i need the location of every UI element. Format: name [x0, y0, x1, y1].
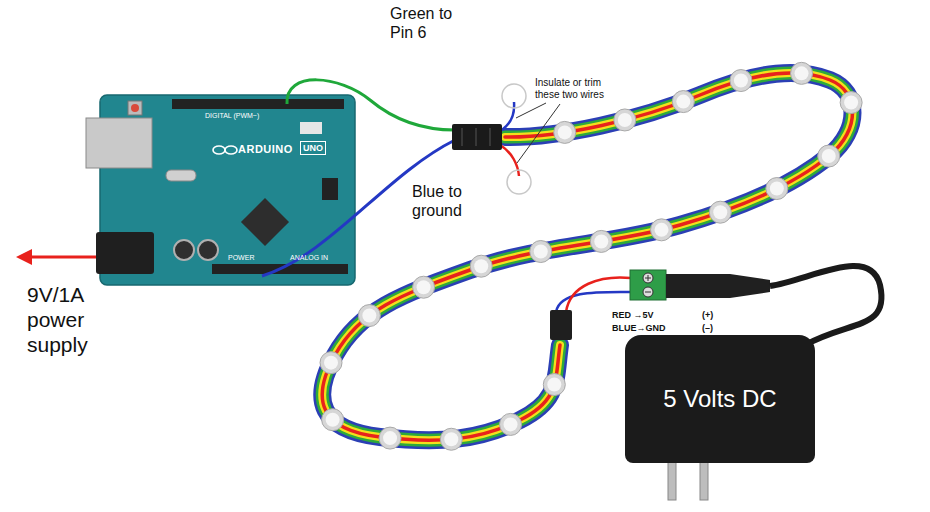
ribbon-green [322, 73, 852, 440]
icsp-header [322, 178, 338, 200]
led-pixel [766, 178, 788, 200]
arrow-head [16, 249, 32, 265]
plus-mark [648, 275, 649, 281]
terminal-label: (–) [702, 323, 713, 334]
leader-line [516, 103, 546, 118]
led-pixel [470, 255, 492, 277]
led-pixel [413, 276, 435, 298]
reset-cap [131, 104, 139, 112]
led-strip [322, 73, 852, 440]
digital-header [172, 99, 344, 109]
capacitor [198, 240, 218, 260]
barrel-plug [666, 274, 770, 298]
strip-end-connector [550, 310, 572, 340]
led-pixel [709, 201, 731, 223]
board-brand: ARDUINO [238, 143, 293, 155]
minus-screw [643, 287, 653, 297]
led-pixel [791, 62, 813, 84]
led-indicator [300, 122, 322, 134]
led-pixel [530, 241, 552, 263]
capacitor [174, 240, 194, 260]
led-pixel [554, 121, 576, 143]
connector-ridge [476, 128, 477, 146]
led-pixel [500, 413, 522, 435]
minus-mark [645, 292, 651, 293]
led-pixel [543, 374, 565, 396]
reset-button [128, 101, 142, 115]
terminal-label: BLUE→GND [612, 323, 666, 334]
terminal-label: (+) [702, 310, 713, 321]
highlight-circle [507, 170, 531, 194]
supply-red-wire [566, 277, 631, 312]
led-pixel [590, 230, 612, 252]
led-pixel [672, 91, 694, 113]
plug-prong [700, 460, 708, 500]
crystal [166, 170, 196, 181]
leader-line [517, 104, 560, 163]
usb-port [86, 118, 152, 168]
terminal-label: RED →5V [612, 310, 654, 321]
led-pixel [614, 109, 636, 131]
led-pixel [322, 409, 344, 431]
led-pixel [651, 219, 673, 241]
power-adapter: 5 Volts DC [625, 335, 815, 463]
warning-note: Insulate or trim these two wires [535, 77, 617, 101]
header-label: ANALOG IN [290, 254, 328, 262]
header-label: DIGITAL (PWM~) [205, 112, 259, 120]
green-wire [287, 80, 455, 130]
led-pixel [320, 352, 342, 374]
jst-connector [452, 124, 502, 150]
led-pixel [379, 427, 401, 449]
logo-loop [225, 146, 237, 154]
wire-note: Green to Pin 6 [390, 4, 462, 42]
logo-loop [213, 146, 225, 154]
led-pixel [818, 145, 840, 167]
adapter-cable [770, 266, 882, 345]
power-note: 9V/1A power supply [27, 282, 127, 357]
plug-prong [668, 460, 676, 500]
connector-ridge [462, 128, 463, 146]
wire-note: Blue to ground [412, 182, 482, 220]
dc-jack [96, 232, 154, 274]
loose-red-wire [500, 145, 519, 176]
board-model: UNO [300, 141, 326, 155]
adapter-label: 5 Volts DC [663, 385, 776, 413]
led-pixel [358, 305, 380, 327]
plus-screw [643, 273, 653, 283]
terminal-block [630, 270, 666, 300]
led-pixel [840, 92, 862, 114]
ribbon-blue [322, 73, 852, 440]
led-pixel [730, 70, 752, 92]
header-label: POWER [228, 254, 254, 262]
connector-ridge [490, 128, 491, 146]
main-chip [241, 198, 289, 246]
ribbon-yellow [322, 73, 852, 440]
ribbon-red [322, 73, 852, 440]
highlight-circle [502, 84, 526, 108]
led-pixel [440, 428, 462, 450]
power-arrow [30, 256, 98, 259]
